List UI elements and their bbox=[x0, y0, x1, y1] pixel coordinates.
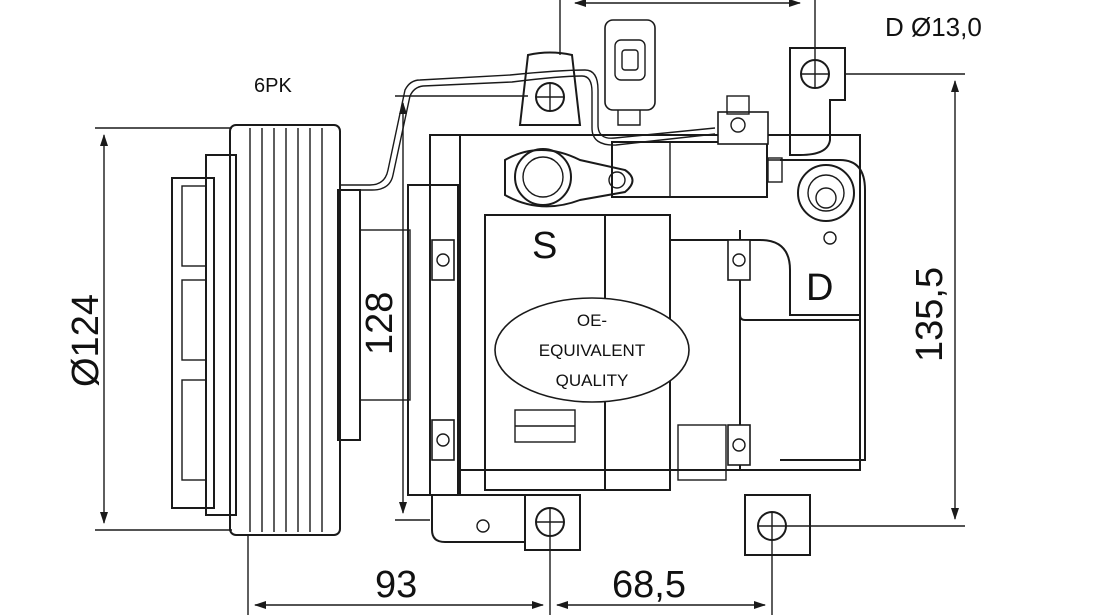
bolt-left-lower bbox=[431, 419, 455, 461]
wire-harness bbox=[340, 69, 716, 191]
dimension-mount-spacing bbox=[395, 95, 528, 521]
dimension-depth bbox=[247, 535, 773, 615]
mount-ear-top-left bbox=[518, 51, 582, 126]
discharge-port bbox=[797, 164, 855, 245]
dimension-pulley-diameter bbox=[95, 127, 232, 531]
mount-spacing-label: 128 bbox=[359, 292, 401, 355]
suction-port bbox=[504, 148, 634, 208]
depth-rear-label: 68,5 bbox=[612, 564, 686, 606]
pulley-diameter-label: Ø124 bbox=[65, 294, 107, 387]
mount-ear-bottom-right bbox=[744, 494, 811, 556]
discharge-port-label: D bbox=[806, 267, 833, 309]
mount-ear-bottom-left bbox=[431, 494, 581, 551]
pulley bbox=[229, 124, 411, 536]
stamp-line-3: QUALITY bbox=[556, 371, 629, 390]
mount-ear-top-right bbox=[789, 47, 846, 156]
suction-port-label: S bbox=[532, 225, 557, 267]
pressure-switch bbox=[717, 95, 769, 145]
bolt-right-upper bbox=[727, 239, 751, 281]
bolt-right-lower bbox=[727, 424, 751, 466]
pulley-grooves-label: 6PK bbox=[254, 75, 292, 97]
dimension-height bbox=[786, 73, 965, 527]
discharge-hole-label: D Ø13,0 bbox=[885, 12, 982, 42]
depth-front-label: 93 bbox=[375, 564, 417, 606]
height-label: 135,5 bbox=[909, 267, 951, 362]
bolt-left-upper bbox=[431, 239, 455, 281]
stamp-line-2: EQUIVALENT bbox=[539, 341, 645, 360]
oe-quality-stamp: OE- EQUIVALENT QUALITY bbox=[494, 297, 690, 403]
clutch-hub bbox=[171, 154, 237, 516]
electrical-connector bbox=[604, 19, 656, 126]
stamp-line-1: OE- bbox=[577, 311, 607, 330]
